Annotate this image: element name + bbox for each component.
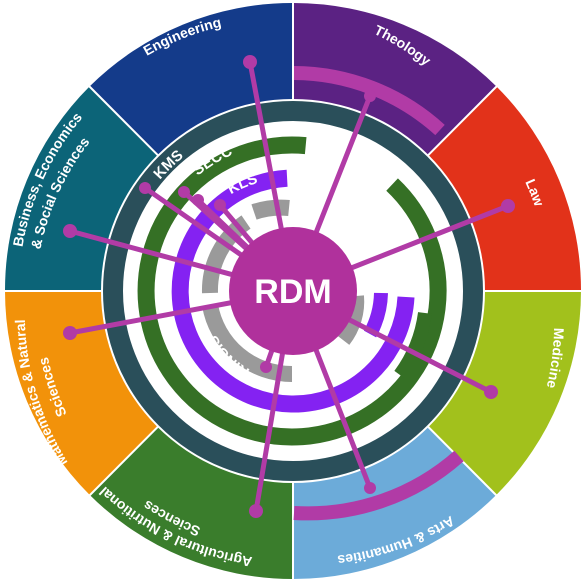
dot-arts	[364, 482, 376, 494]
hub-circle	[229, 227, 357, 355]
dot-kls	[192, 194, 204, 206]
dot-engineering	[243, 55, 257, 69]
dot-law	[501, 199, 515, 213]
dot-secc	[178, 186, 190, 198]
dot-medicine	[484, 385, 498, 399]
dot-kms	[139, 182, 151, 194]
ring-kls	[171, 169, 415, 413]
arts-highlight-arc	[293, 450, 464, 521]
dot-theology	[364, 90, 376, 102]
ring-secc-inner-arc	[394, 311, 432, 380]
ring-kinsis-arc-top	[251, 199, 290, 220]
dot-business	[63, 224, 77, 238]
theology-highlight-arc	[293, 66, 445, 136]
dot-kinsis	[214, 199, 226, 211]
hub-label: RDM	[254, 273, 331, 311]
dot-kinsis-bottom	[260, 361, 272, 373]
spoke-dots	[63, 55, 515, 518]
dot-agri	[249, 504, 263, 518]
dot-math	[63, 326, 77, 340]
ring-kms	[103, 101, 483, 481]
